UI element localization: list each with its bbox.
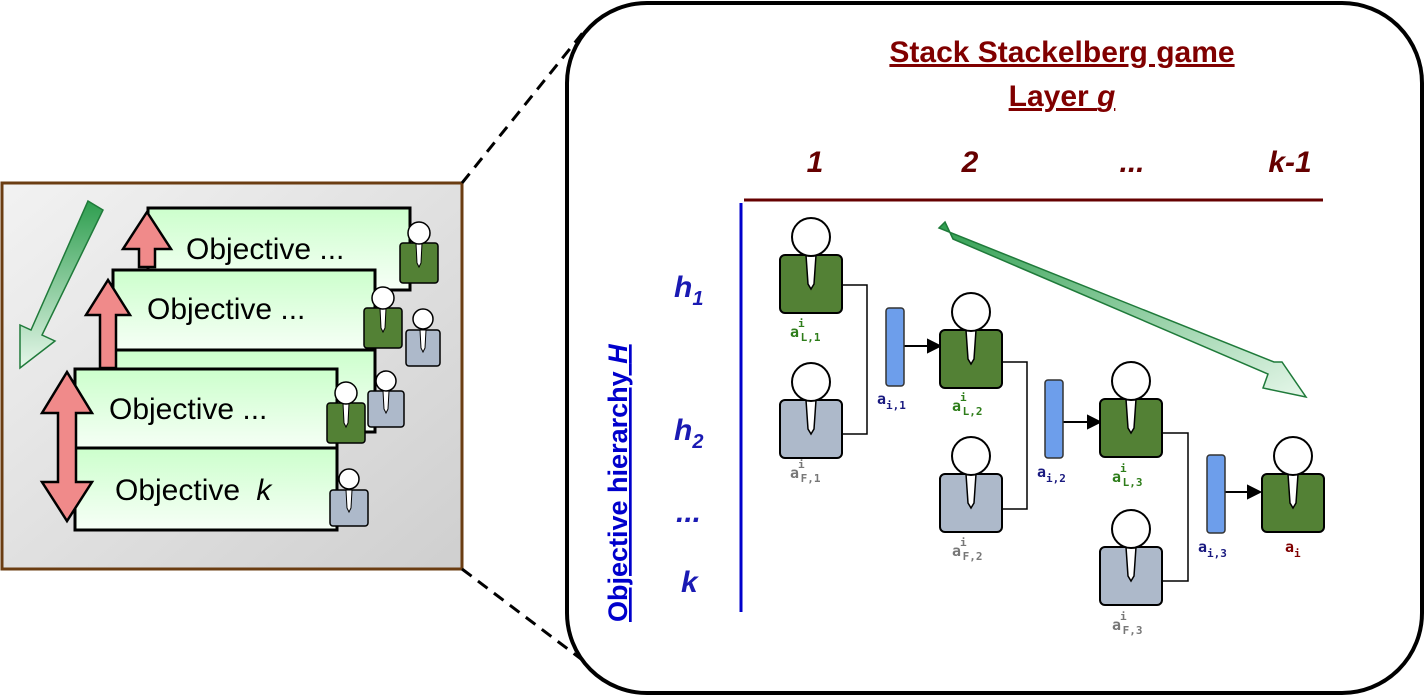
objective-card-1-label: Objective ... [186,233,344,266]
mini-follower-agent-1 [405,308,441,367]
row-header-3: ... [676,496,701,529]
descending-priority-arrow [19,199,104,370]
objective-card-4: Objective k [73,446,339,532]
connector-arrows [904,338,1263,500]
row-header-2: h2 [674,414,703,453]
combine-bar-2 [1044,379,1064,459]
row-header-4: k [681,566,699,599]
mini-leader-agent-1 [399,221,439,284]
label-combined-1: ai,1 [877,390,906,412]
column-header-3: ... [1119,146,1144,179]
leader-agent-3 [1099,361,1163,458]
row-header-1: h1 [674,271,703,310]
game-panel: Stack Stackelberg game Layer g 1 2 ... k… [565,1,1424,695]
label-final: ai [1285,538,1301,560]
panel-subtitle: Layer g [1009,80,1116,113]
left-panel: Objective ... Objective ... Objective ..… [0,181,464,571]
up-arrow-1 [120,209,174,269]
zoom-line-bottom [461,567,586,664]
connectors [843,284,1189,582]
mini-follower-agent-3 [329,468,369,527]
mini-leader-agent-2 [363,286,403,349]
zoom-line-top [460,29,587,184]
up-arrow-2 [83,277,133,370]
column-header-1: 1 [807,146,824,179]
combine-bar-3 [1206,454,1226,534]
objective-card-2-label: Objective ... [147,293,305,326]
objective-card-3-label: Objective ... [109,393,267,426]
objective-card-3: Objective ... [73,367,339,453]
objective-card-2: Objective ... [111,268,377,354]
final-agent [1261,436,1325,533]
overall-flow-arrow [937,220,1308,399]
panel-title: Stack Stackelberg game [889,36,1234,69]
leader-agent-1 [779,217,843,314]
objective-card-4-label: Objective [115,474,240,507]
objective-card-4-var: k [256,474,273,507]
column-header-4: k-1 [1268,146,1311,179]
label-combined-3: ai,3 [1198,538,1227,560]
mini-leader-agent-3 [326,381,366,444]
mini-follower-agent-2 [367,370,405,428]
label-combined-2: ai,2 [1037,463,1066,485]
svg-text:Objective k: Objective k [115,474,273,507]
follower-agent-2 [939,436,1003,533]
follower-agent-1 [779,362,843,459]
combine-bar-1 [885,307,905,387]
column-header-2: 2 [961,146,979,179]
follower-agent-3 [1099,509,1163,606]
leader-agent-2 [939,292,1003,389]
bidirectional-arrow [39,369,95,524]
axis-label: Objective hierarchy H [603,344,633,622]
